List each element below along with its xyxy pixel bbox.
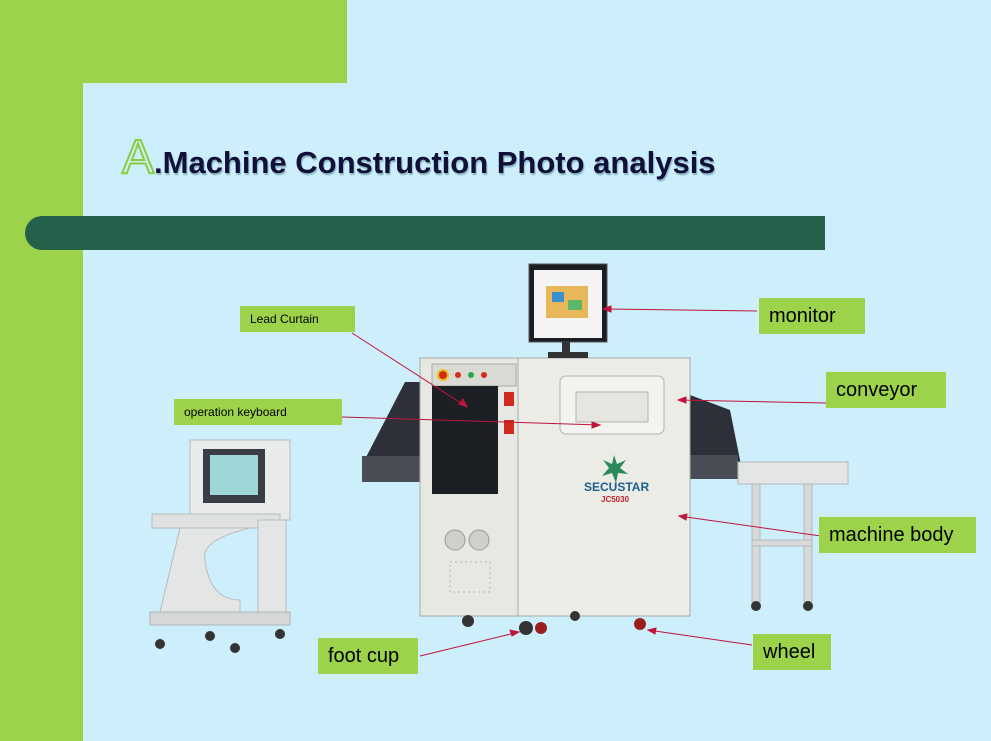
left-accent-band — [0, 0, 83, 741]
page-title: A.Machine Construction Photo analysis — [121, 130, 716, 185]
roller-table — [737, 461, 849, 611]
conveyor-label: conveyor — [826, 372, 946, 408]
wheel-label: wheel — [753, 634, 831, 670]
operator-console — [149, 439, 291, 653]
lead-curtain-label: Lead Curtain — [240, 306, 355, 332]
title-text: .Machine Construction Photo analysis — [154, 145, 716, 180]
monitor-display — [528, 263, 608, 358]
monitor-label: monitor — [759, 298, 865, 334]
title-letter: A — [121, 130, 155, 185]
pointer-arrows — [341, 305, 829, 657]
top-accent-band — [0, 0, 347, 83]
scanner-body — [419, 357, 691, 635]
operation-keyboard-label: operation keyboard — [174, 399, 342, 425]
machine-body-label: machine body — [819, 517, 976, 553]
brand-logo — [602, 455, 628, 483]
machine-model-text: JC5030 — [601, 495, 630, 504]
machine-brand-text: SECUSTAR — [584, 480, 650, 494]
foot-cup-label: foot cup — [318, 638, 418, 674]
header-divider-bar — [25, 216, 825, 250]
